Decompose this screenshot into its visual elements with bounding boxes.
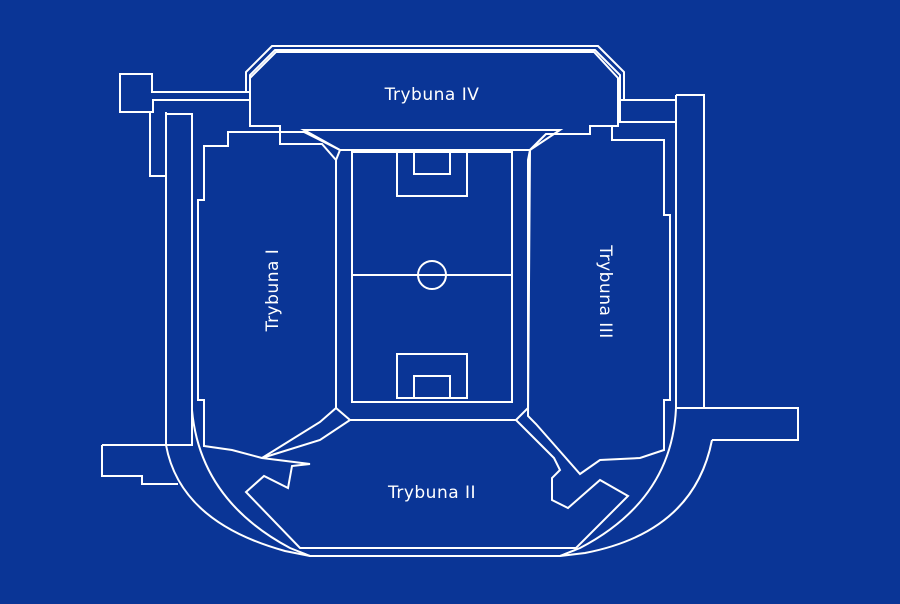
center-circle bbox=[417, 260, 447, 290]
pitch bbox=[351, 151, 513, 403]
stand-i-label: Trybuna I bbox=[263, 249, 283, 333]
goal-area-top bbox=[413, 151, 451, 175]
stand-iv[interactable]: Trybuna IV bbox=[249, 51, 619, 151]
stand-iv-label: Trybuna IV bbox=[384, 85, 480, 105]
pitch-boundary bbox=[351, 151, 513, 403]
bowl-edge bbox=[300, 129, 564, 421]
stand-iii-label: Trybuna III bbox=[595, 244, 615, 339]
stand-ii-label: Trybuna II bbox=[387, 483, 476, 503]
goal-area-bottom bbox=[413, 375, 451, 399]
stand-ii[interactable]: Trybuna II bbox=[244, 419, 630, 549]
stadium-outer-structure bbox=[101, 45, 799, 557]
stand-i[interactable]: Trybuna I bbox=[197, 131, 337, 460]
stand-iii[interactable]: Trybuna III bbox=[526, 125, 671, 476]
